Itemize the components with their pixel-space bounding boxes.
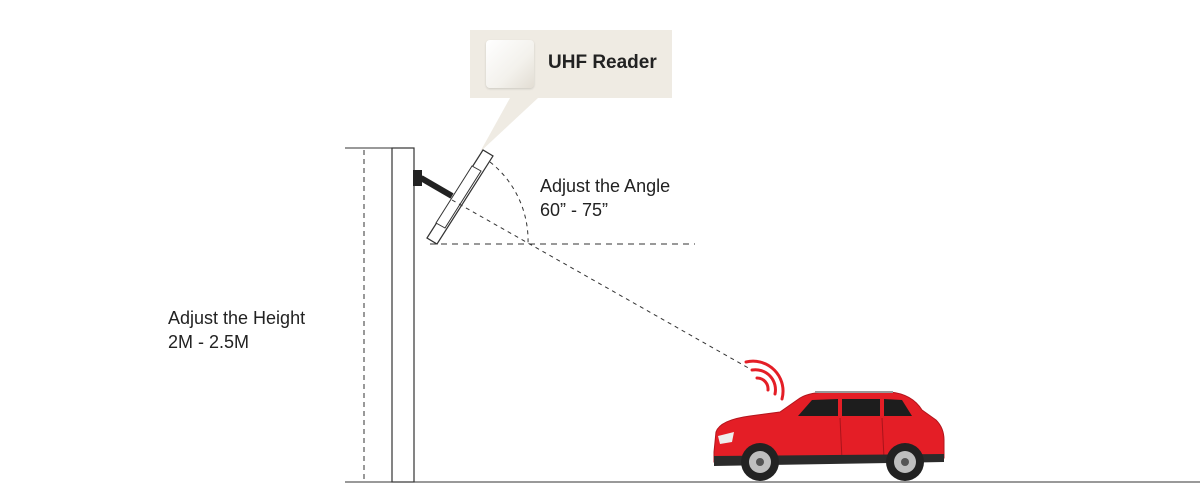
uhf-reader-device-icon (486, 40, 534, 88)
height-annotation: Adjust the Height 2M - 2.5M (168, 306, 305, 354)
height-range: 2M - 2.5M (168, 332, 250, 352)
angle-title: Adjust the Angle (540, 176, 671, 196)
reader-panel (426, 149, 494, 245)
mounting-pole (391, 147, 415, 483)
angle-range: 60” - 75” (540, 200, 609, 220)
height-title: Adjust the Height (168, 308, 306, 328)
angle-arc (489, 161, 529, 245)
mounting-bracket (413, 170, 454, 199)
signal-waves-icon (744, 359, 785, 401)
height-dimension (345, 147, 392, 483)
uhf-reader-callout: UHF Reader (470, 30, 672, 98)
angle-annotation: Adjust the Angle 60” - 75” (540, 174, 670, 222)
callout-title: UHF Reader (548, 52, 657, 73)
callout-pointer (480, 98, 538, 152)
car-icon (713, 391, 945, 481)
beam-direction-line (451, 199, 753, 371)
